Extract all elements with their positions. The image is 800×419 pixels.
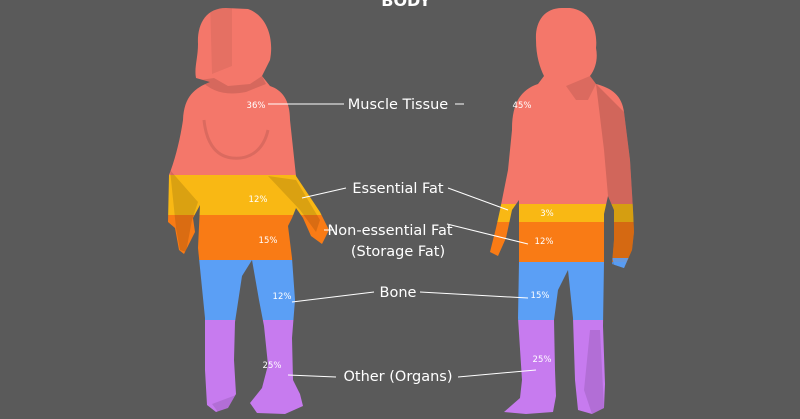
leader-essential-fat-right: [447, 187, 509, 211]
male-pct-muscle: 45%: [513, 101, 532, 111]
label-storage-fat-line1: Non-essential Fat: [327, 223, 452, 239]
label-storage-fat-line2: (Storage Fat): [351, 244, 445, 260]
male-other-band: [490, 320, 634, 414]
leader-storage-fat-right: [446, 223, 529, 245]
male-essential-fat-band: [490, 204, 634, 222]
label-essential-fat: Essential Fat: [352, 181, 444, 197]
male-pct-essential-fat: 3%: [540, 209, 554, 219]
leader-other-left: [287, 374, 337, 378]
female-pct-essential-fat: 12%: [249, 195, 268, 205]
male-pct-other: 25%: [533, 355, 552, 365]
female-percentages: 36% 12% 15% 12% 25%: [247, 101, 292, 371]
leader-essential-fat-left: [301, 187, 347, 199]
leader-bone-right: [419, 291, 529, 299]
male-pct-storage-fat: 12%: [535, 237, 554, 247]
female-other-band: [168, 320, 329, 414]
label-other-organs: Other (Organs): [343, 369, 452, 385]
female-pct-storage-fat: 15%: [259, 236, 278, 246]
male-percentages: 45% 3% 12% 15% 25%: [513, 101, 554, 365]
label-bone: Bone: [380, 285, 417, 301]
male-pct-bone: 15%: [531, 291, 550, 301]
category-labels: Muscle Tissue Essential Fat Non-essentia…: [327, 97, 452, 385]
diagram-title: BODY: [381, 0, 431, 10]
female-figure: [168, 8, 329, 414]
leader-bone-left: [291, 291, 375, 303]
female-pct-other: 25%: [263, 361, 282, 371]
female-pct-muscle: 36%: [247, 101, 266, 111]
female-bone-band: [168, 260, 329, 320]
male-bone-band: [490, 262, 634, 320]
label-muscle-tissue: Muscle Tissue: [348, 97, 449, 113]
female-pct-bone: 12%: [273, 292, 292, 302]
leader-lines: [268, 103, 537, 378]
leader-other-right: [457, 369, 537, 378]
